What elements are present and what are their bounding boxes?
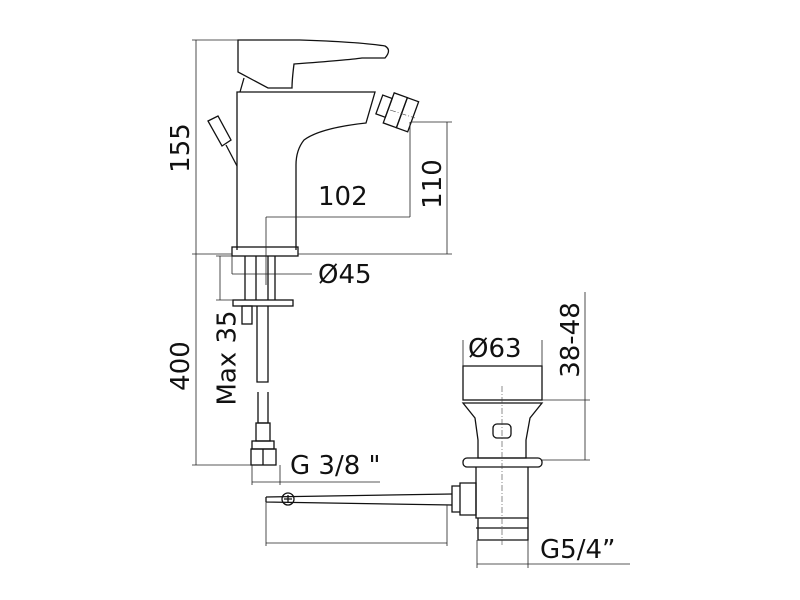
rod-screw-icon bbox=[281, 492, 295, 506]
dim-total-length: 400 bbox=[165, 341, 196, 391]
shank-hose bbox=[232, 256, 294, 466]
dim-spout-height: 110 bbox=[417, 159, 448, 209]
dimension-lines bbox=[192, 39, 630, 568]
dim-total-height: 155 bbox=[165, 123, 196, 173]
spout-nozzle bbox=[375, 92, 420, 133]
dim-drain-diameter: Ø63 bbox=[468, 334, 522, 364]
popup-drain bbox=[265, 365, 544, 545]
dim-max-thickness: Max 35 bbox=[212, 310, 243, 406]
base-plate bbox=[231, 246, 299, 257]
dim-inlet-thread: G 3/8 " bbox=[290, 451, 381, 481]
dim-drain-thread: G5/4” bbox=[540, 535, 616, 565]
dim-drain-range: 38-48 bbox=[555, 302, 586, 378]
dim-spout-reach: 102 bbox=[318, 182, 368, 212]
dim-base-diameter: Ø45 bbox=[318, 260, 372, 290]
popup-lever bbox=[207, 115, 238, 167]
lever-handle bbox=[237, 39, 390, 93]
faucet-body bbox=[207, 91, 420, 257]
